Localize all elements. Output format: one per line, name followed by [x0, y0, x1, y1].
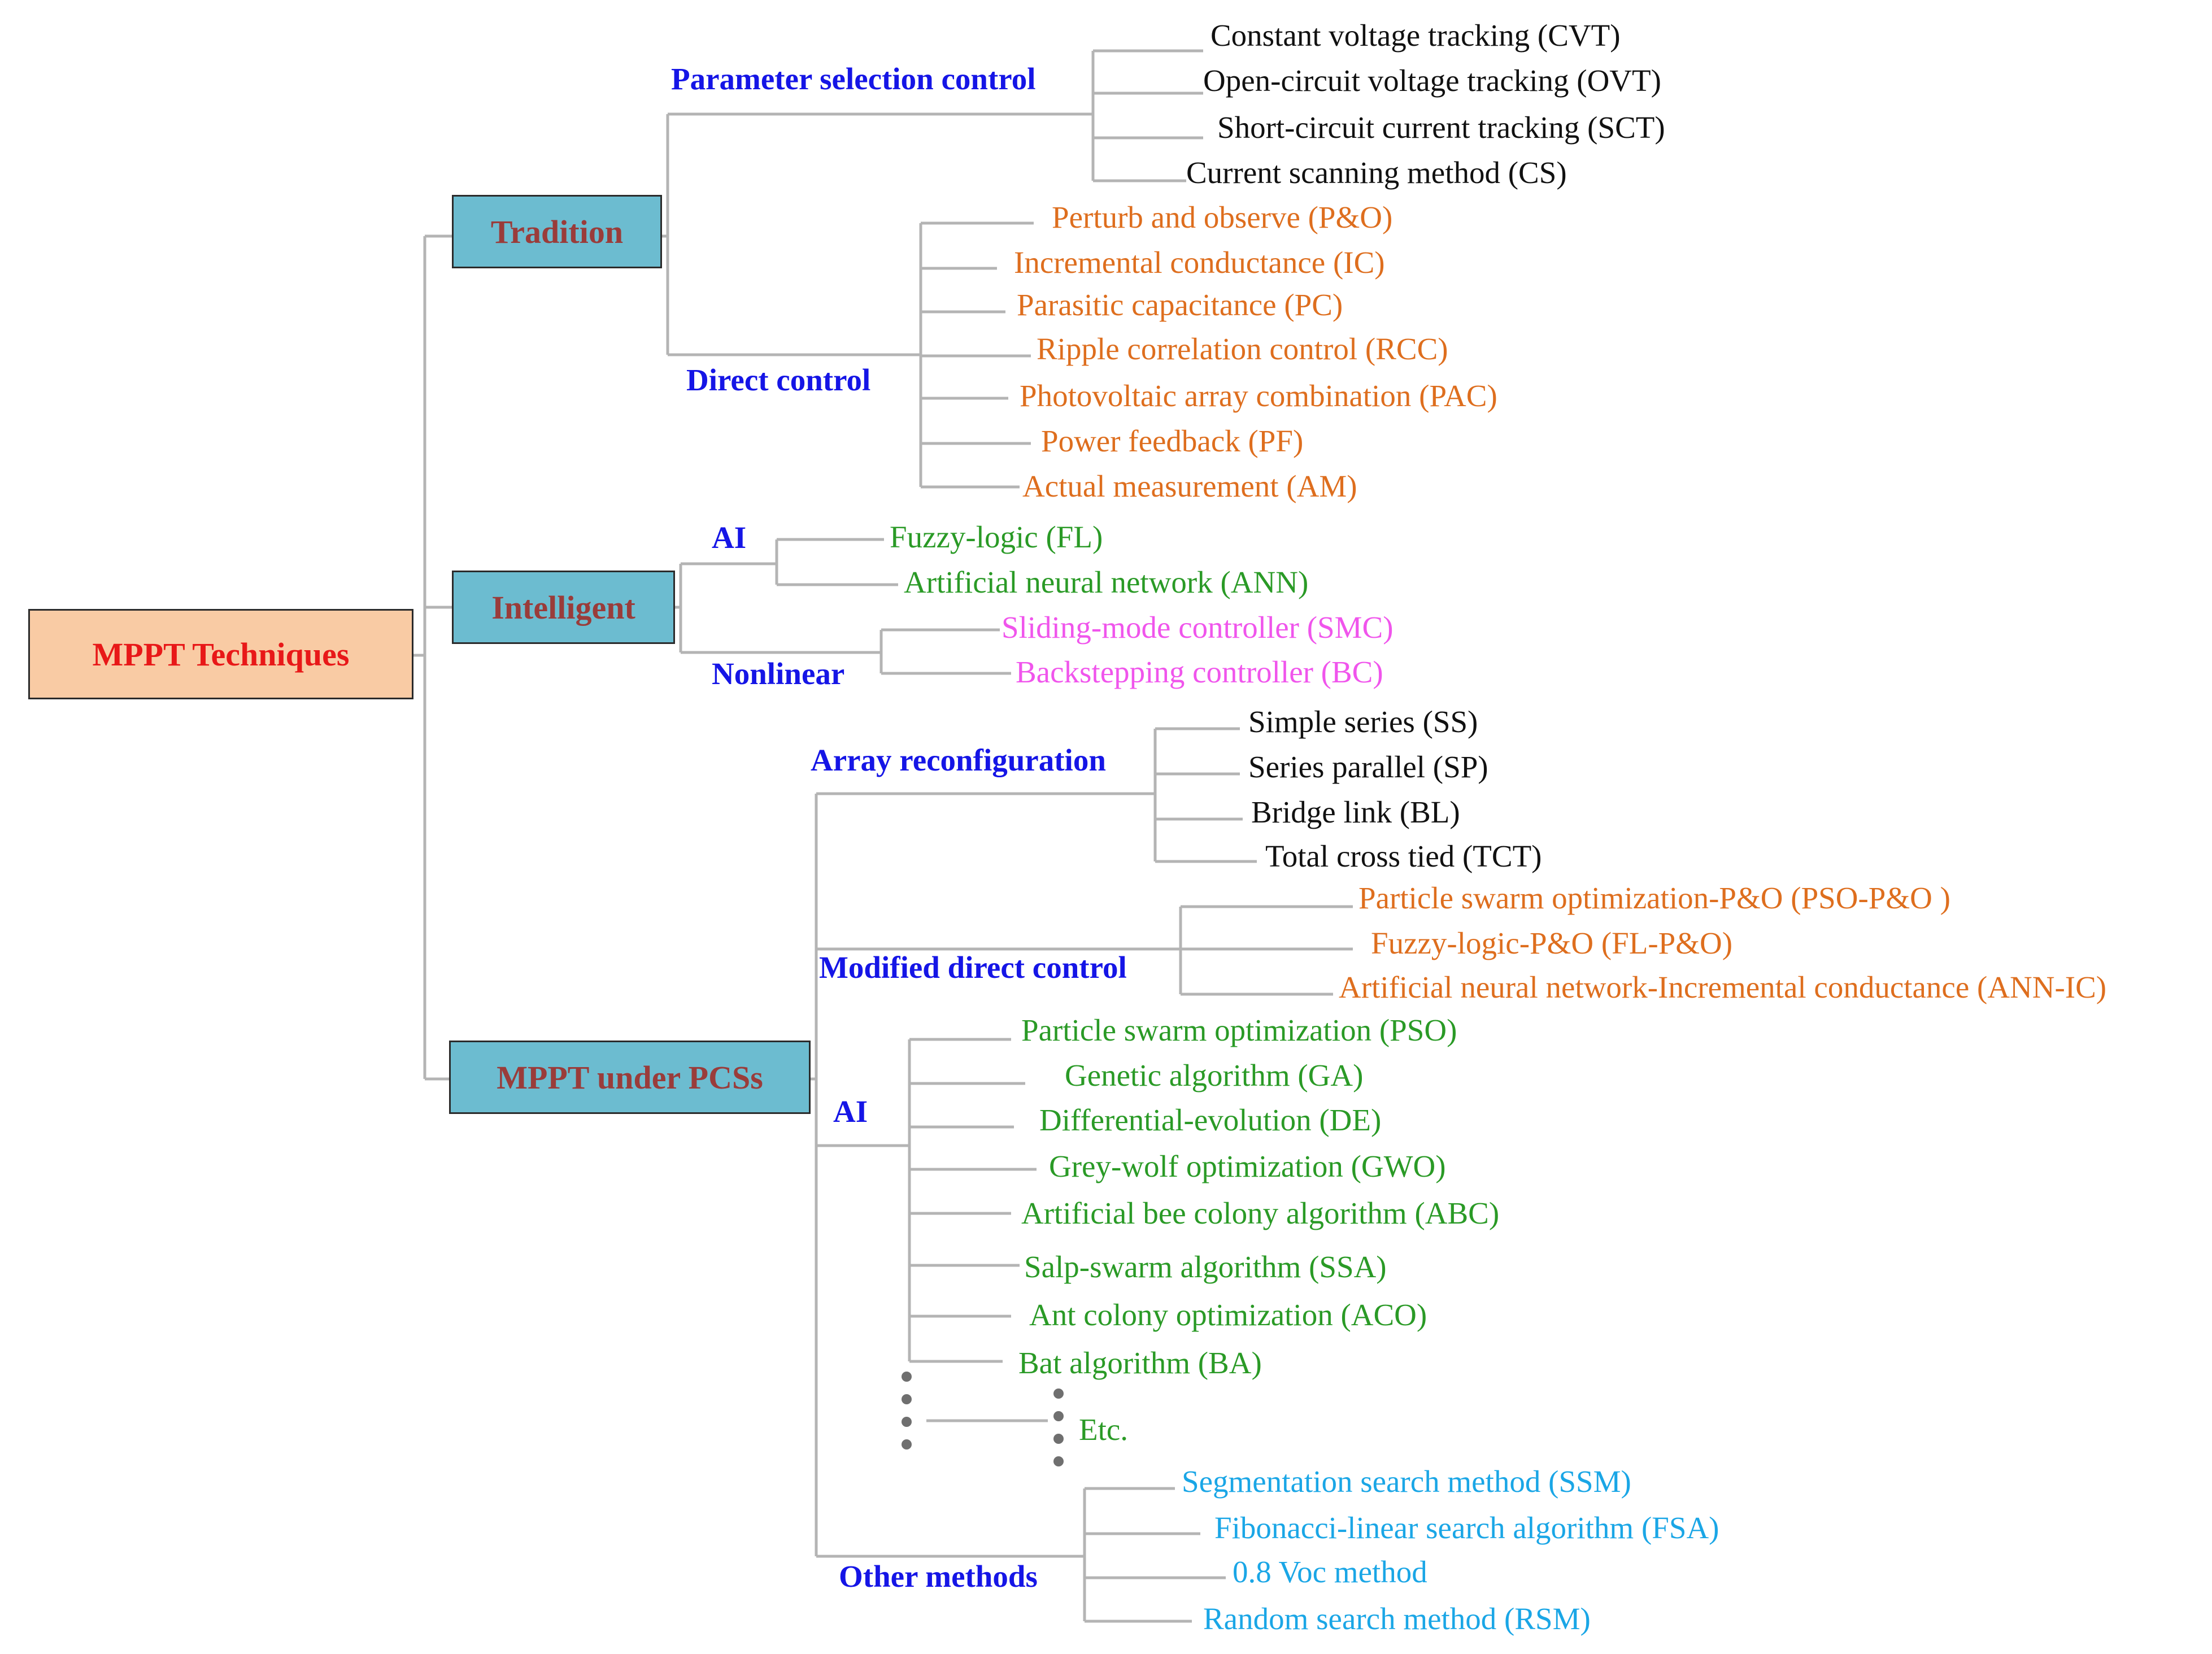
- leaf-ss: Simple series (SS): [1248, 704, 1478, 739]
- array-reconfiguration-label: Array reconfiguration: [811, 743, 1106, 777]
- leaf-ba: Bat algorithm (BA): [1018, 1346, 1262, 1380]
- pcs-ai-label: AI: [833, 1094, 868, 1129]
- leaf-am: Actual measurement (AM): [1022, 469, 1357, 503]
- ellipsis-dot: [902, 1417, 912, 1427]
- leaf-rcc: Ripple correlation control (RCC): [1037, 332, 1448, 366]
- leaf-sct: Short-circuit current tracking (SCT): [1217, 110, 1665, 145]
- ellipsis-dot: [902, 1439, 912, 1450]
- leaf-po: Perturb and observe (P&O): [1052, 200, 1393, 234]
- ellipsis-dot: [1053, 1411, 1064, 1421]
- leaf-ic: Incremental conductance (IC): [1014, 245, 1385, 280]
- intelligent-node: Intelligent: [452, 571, 675, 644]
- leaf-bc: Backstepping controller (BC): [1016, 655, 1383, 689]
- leaf-rsm: Random search method (RSM): [1203, 1601, 1591, 1636]
- leaf-aco: Ant colony optimization (ACO): [1029, 1298, 1427, 1332]
- root-label: MPPT Techniques: [92, 636, 350, 673]
- leaf-pso-po: Particle swarm optimization-P&O (PSO-P&O…: [1358, 881, 1950, 915]
- intelligent-label: Intelligent: [491, 589, 635, 626]
- direct-control-label: Direct control: [686, 363, 871, 397]
- leaf-ann-ic: Artificial neural network-Incremental co…: [1339, 970, 2107, 1004]
- intelligent-ai-label: AI: [712, 520, 747, 555]
- root-node: MPPT Techniques: [28, 609, 413, 699]
- ellipsis-dot: [902, 1394, 912, 1404]
- tradition-label: Tradition: [490, 213, 624, 250]
- modified-direct-label: Modified direct control: [819, 950, 1127, 985]
- leaf-pac: Photovoltaic array combination (PAC): [1020, 378, 1497, 413]
- tradition-node: Tradition: [452, 195, 662, 268]
- leaf-cvt: Constant voltage tracking (CVT): [1210, 18, 1621, 53]
- leaf-ga: Genetic algorithm (GA): [1065, 1058, 1364, 1092]
- leaf-fsa: Fibonacci-linear search algorithm (FSA): [1214, 1511, 1719, 1545]
- nonlinear-label: Nonlinear: [712, 656, 845, 691]
- ellipsis-dot: [902, 1372, 912, 1382]
- leaf-tct: Total cross tied (TCT): [1265, 839, 1542, 873]
- leaf-ovt: Open-circuit voltage tracking (OVT): [1203, 63, 1661, 98]
- leaf-fl-po: Fuzzy-logic-P&O (FL-P&O): [1371, 926, 1733, 960]
- leaf-ssm: Segmentation search method (SSM): [1182, 1464, 1631, 1499]
- leaf-bl: Bridge link (BL): [1251, 795, 1460, 829]
- leaf-ssa: Salp-swarm algorithm (SSA): [1024, 1250, 1387, 1284]
- leaf-voc: 0.8 Voc method: [1233, 1555, 1427, 1589]
- ellipsis-dot: [1053, 1389, 1064, 1399]
- leaf-pc: Parasitic capacitance (PC): [1017, 288, 1343, 322]
- leaf-cs: Current scanning method (CS): [1186, 155, 1567, 190]
- leaf-pf: Power feedback (PF): [1041, 424, 1304, 458]
- ellipsis-dot: [1053, 1434, 1064, 1444]
- leaf-pso: Particle swarm optimization (PSO): [1021, 1013, 1457, 1047]
- leaf-abc: Artificial bee colony algorithm (ABC): [1021, 1196, 1500, 1230]
- ellipsis-dot: [1053, 1456, 1064, 1466]
- leaf-etc: Etc.: [1079, 1412, 1129, 1447]
- leaf-de: Differential-evolution (DE): [1039, 1103, 1382, 1137]
- leaf-smc: Sliding-mode controller (SMC): [1002, 610, 1394, 645]
- leaf-gwo: Grey-wolf optimization (GWO): [1049, 1149, 1446, 1183]
- parameter-selection-label: Parameter selection control: [671, 62, 1036, 96]
- leaf-sp: Series parallel (SP): [1248, 750, 1488, 784]
- leaf-fl: Fuzzy-logic (FL): [890, 520, 1103, 554]
- pcs-node: MPPT under PCSs: [449, 1041, 811, 1114]
- pcs-label: MPPT under PCSs: [497, 1059, 763, 1096]
- other-methods-label: Other methods: [839, 1559, 1038, 1594]
- leaf-ann: Artificial neural network (ANN): [904, 565, 1309, 599]
